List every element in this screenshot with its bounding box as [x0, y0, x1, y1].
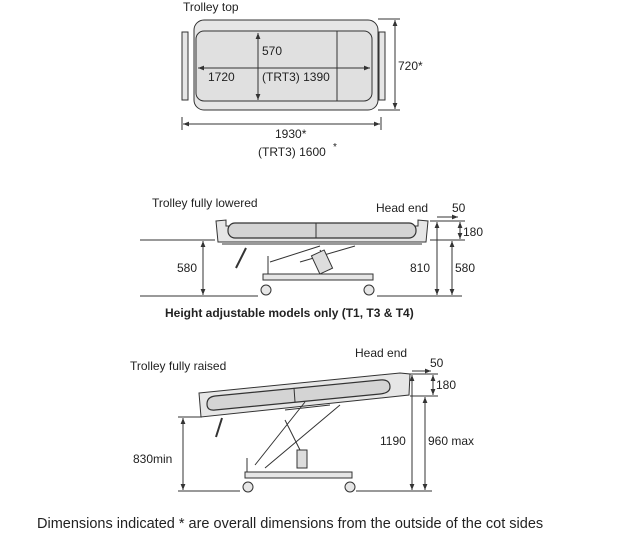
overall-length-trt3-label: (TRT3) 1600 [258, 145, 326, 159]
footer-note: Dimensions indicated * are overall dimen… [37, 516, 543, 532]
inner-length-label: 1720 [208, 70, 235, 84]
raised-offset: 50 [430, 356, 444, 370]
cot-side-left [181, 31, 189, 101]
asterisk: * [333, 142, 337, 153]
top-view-title: Trolley top [183, 0, 239, 14]
raised-base [244, 471, 353, 479]
lowered-height-left: 580 [177, 261, 197, 275]
wheel [344, 481, 356, 493]
raised-height-max: 960 max [428, 434, 474, 448]
raised-mattress [206, 379, 391, 411]
wheel [242, 481, 254, 493]
height-adjustable-note: Height adjustable models only (T1, T3 & … [165, 306, 414, 320]
overall-width-label: 720* [398, 59, 423, 73]
raised-title: Trolley fully raised [130, 359, 226, 373]
mattress [195, 30, 373, 102]
wheel [363, 284, 375, 296]
overall-length-label: 1930* [275, 127, 307, 141]
wheel [260, 284, 272, 296]
raised-head-end: Head end [355, 346, 407, 360]
raised-side-height: 180 [436, 378, 456, 392]
lowered-offset: 50 [452, 201, 466, 215]
lowered-scissor [267, 245, 356, 275]
raised-view: Trolley fully raised Head end 50 830min … [130, 346, 474, 493]
lowered-height-right: 580 [455, 261, 475, 275]
lowered-title: Trolley fully lowered [152, 196, 258, 210]
lowered-view: Trolley fully lowered Head end 50 580 18… [140, 196, 483, 297]
raised-height-min: 830min [133, 452, 172, 466]
raised-scissor [254, 401, 341, 469]
lowered-base [262, 273, 374, 281]
lowered-mattress [227, 222, 417, 239]
lowered-head-end: Head end [376, 201, 428, 215]
top-view: Trolley top 570 1720 (TRT3) 1390 720* 19… [181, 0, 423, 159]
inner-length-trt3-label: (TRT3) 1390 [262, 70, 330, 84]
raised-height-total: 1190 [380, 434, 406, 448]
inner-width-label: 570 [262, 44, 282, 58]
lowered-height-total: 810 [410, 261, 430, 275]
cot-side-right [378, 31, 386, 101]
lowered-side-height: 180 [463, 225, 483, 239]
